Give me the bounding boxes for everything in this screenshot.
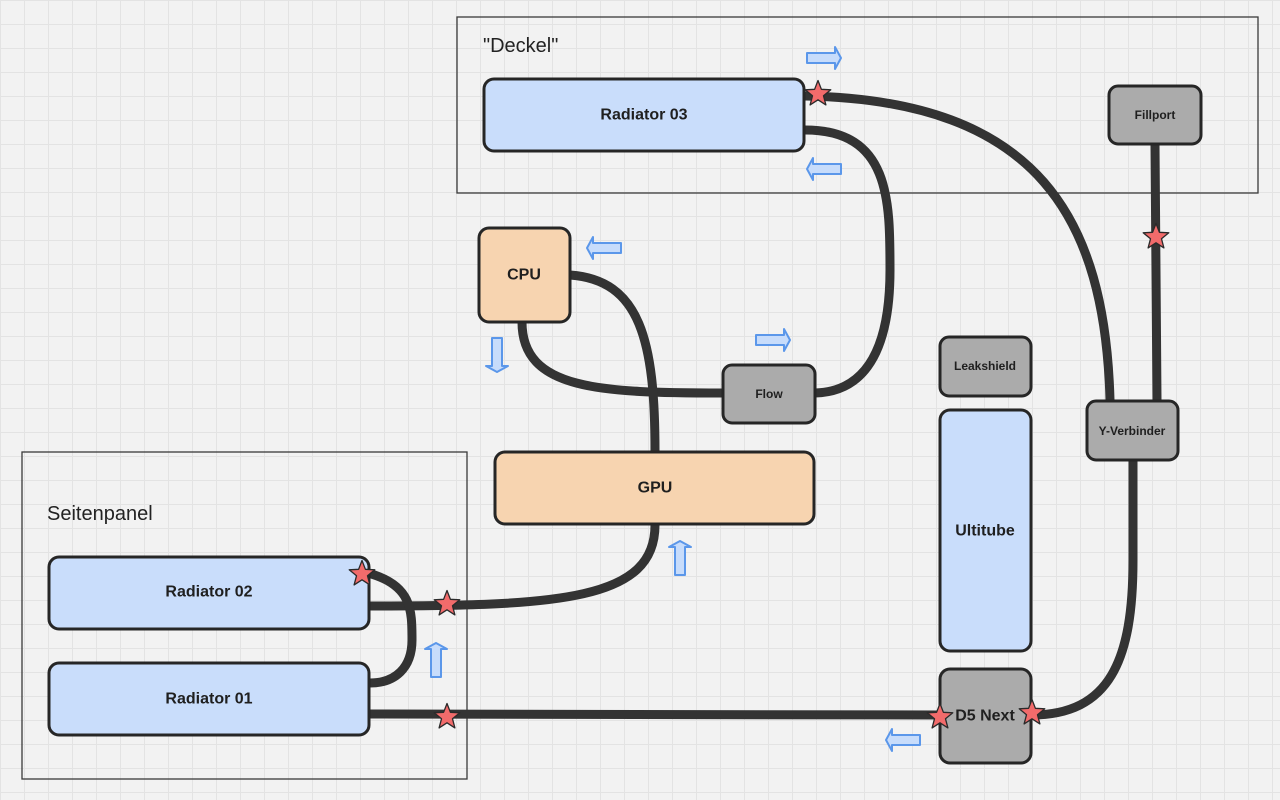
frame-seitenpanel-title: Seitenpanel: [47, 503, 153, 525]
radiator-03-box: [482, 77, 806, 153]
y-verbinder-label: Y-Verbinder: [1099, 424, 1166, 438]
radiator-01-label: Radiator 01: [165, 691, 252, 708]
pipe-cpu-to-gpu: [565, 270, 660, 457]
frame-seitenpanel-border: [21, 451, 468, 780]
fitting-star-icon: [804, 79, 832, 106]
pipe-radiator02-to-radiator01: [363, 568, 417, 688]
fitting-star-icon: [1018, 698, 1046, 725]
frame-deckel: "Deckel": [456, 16, 1259, 194]
pipe-fillport-to-yverbinder: [1150, 140, 1162, 405]
flow-direction-arrow-icon: [755, 328, 791, 352]
radiator-03[interactable]: Radiator 03: [482, 77, 806, 153]
fitting-star-icon: [1142, 222, 1170, 249]
cpu-label: CPU: [507, 267, 541, 284]
pipe-radiator01-to-d5next: [365, 709, 945, 720]
frame-seitenpanel: Seitenpanel: [21, 451, 468, 780]
d5-next-label: D5 Next: [955, 708, 1015, 725]
ultitube[interactable]: Ultitube: [938, 408, 1033, 653]
leakshield-box: [938, 335, 1033, 398]
flow-direction-arrow-icon: [424, 642, 448, 678]
fitting-star-icon: [433, 589, 461, 616]
flow-arrows: [424, 46, 921, 752]
fitting-stars: [348, 79, 1170, 729]
radiator-02-box: [47, 555, 371, 631]
gpu-box: [493, 450, 816, 526]
flow-box: [721, 363, 817, 425]
gpu-block[interactable]: GPU: [493, 450, 816, 526]
fitting-star-icon: [348, 559, 376, 586]
radiator-03-label: Radiator 03: [600, 107, 687, 124]
fitting-star-icon: [926, 702, 954, 729]
radiator-01-box: [47, 661, 371, 737]
pipe-d5next-to-yverbinder: [1026, 455, 1138, 720]
flow-direction-arrow-icon: [668, 540, 692, 576]
y-verbinder[interactable]: Y-Verbinder: [1085, 399, 1180, 462]
pipe-radiator03-to-yverbinder: [800, 91, 1115, 405]
leakshield[interactable]: Leakshield: [938, 335, 1033, 398]
ultitube-label: Ultitube: [955, 523, 1015, 540]
pipe-radiator03-to-flow: [800, 125, 895, 398]
radiator-01[interactable]: Radiator 01: [47, 661, 371, 737]
y-verbinder-box: [1085, 399, 1180, 462]
flow-direction-arrow-icon: [806, 157, 842, 181]
flow-direction-arrow-icon: [586, 236, 622, 260]
fillport-box: [1107, 84, 1203, 146]
flow-direction-arrow-icon: [485, 337, 509, 373]
cpu-block[interactable]: CPU: [477, 226, 572, 324]
tubing: [363, 91, 1162, 720]
flow-label: Flow: [755, 387, 783, 401]
cpu-box: [477, 226, 572, 324]
pipe-gpu-to-radiator02: [365, 520, 660, 611]
frame-deckel-title: "Deckel": [483, 35, 558, 57]
flow-sensor[interactable]: Flow: [721, 363, 817, 425]
pipe-cpu-to-flow: [517, 317, 728, 398]
radiator-02-label: Radiator 02: [165, 584, 252, 601]
flow-direction-arrow-icon: [885, 728, 921, 752]
d5-next-pump[interactable]: D5 Next: [938, 667, 1033, 765]
fitting-star-icon: [433, 702, 461, 729]
leakshield-label: Leakshield: [954, 359, 1016, 373]
ultitube-box: [938, 408, 1033, 653]
fillport[interactable]: Fillport: [1107, 84, 1203, 146]
radiator-02[interactable]: Radiator 02: [47, 555, 371, 631]
fillport-label: Fillport: [1135, 108, 1176, 122]
flow-direction-arrow-icon: [806, 46, 842, 70]
gpu-label: GPU: [638, 480, 673, 497]
frame-deckel-border: [456, 16, 1259, 194]
